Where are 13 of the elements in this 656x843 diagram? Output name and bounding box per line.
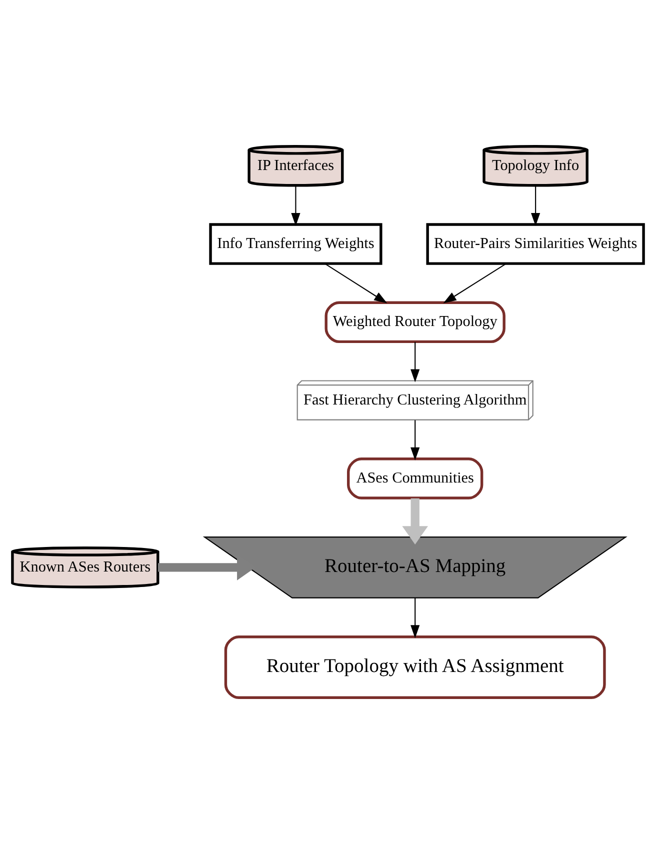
arrow bbox=[291, 185, 300, 226]
arrow bbox=[410, 597, 420, 638]
node-box: ASes Communities bbox=[347, 457, 484, 499]
arrow bbox=[324, 262, 388, 303]
arrow bbox=[410, 342, 420, 382]
arrow bbox=[410, 420, 420, 460]
node-box: Router Topology with AS Assignment bbox=[224, 635, 606, 699]
arrow bbox=[402, 498, 428, 544]
node-box: Info Transferring Weights bbox=[209, 222, 382, 264]
arrow bbox=[531, 185, 540, 226]
node-box: Router-Pairs Similarities Weights bbox=[426, 222, 645, 264]
node-box: Weighted Router Topology bbox=[324, 300, 506, 343]
arrow bbox=[443, 262, 506, 303]
